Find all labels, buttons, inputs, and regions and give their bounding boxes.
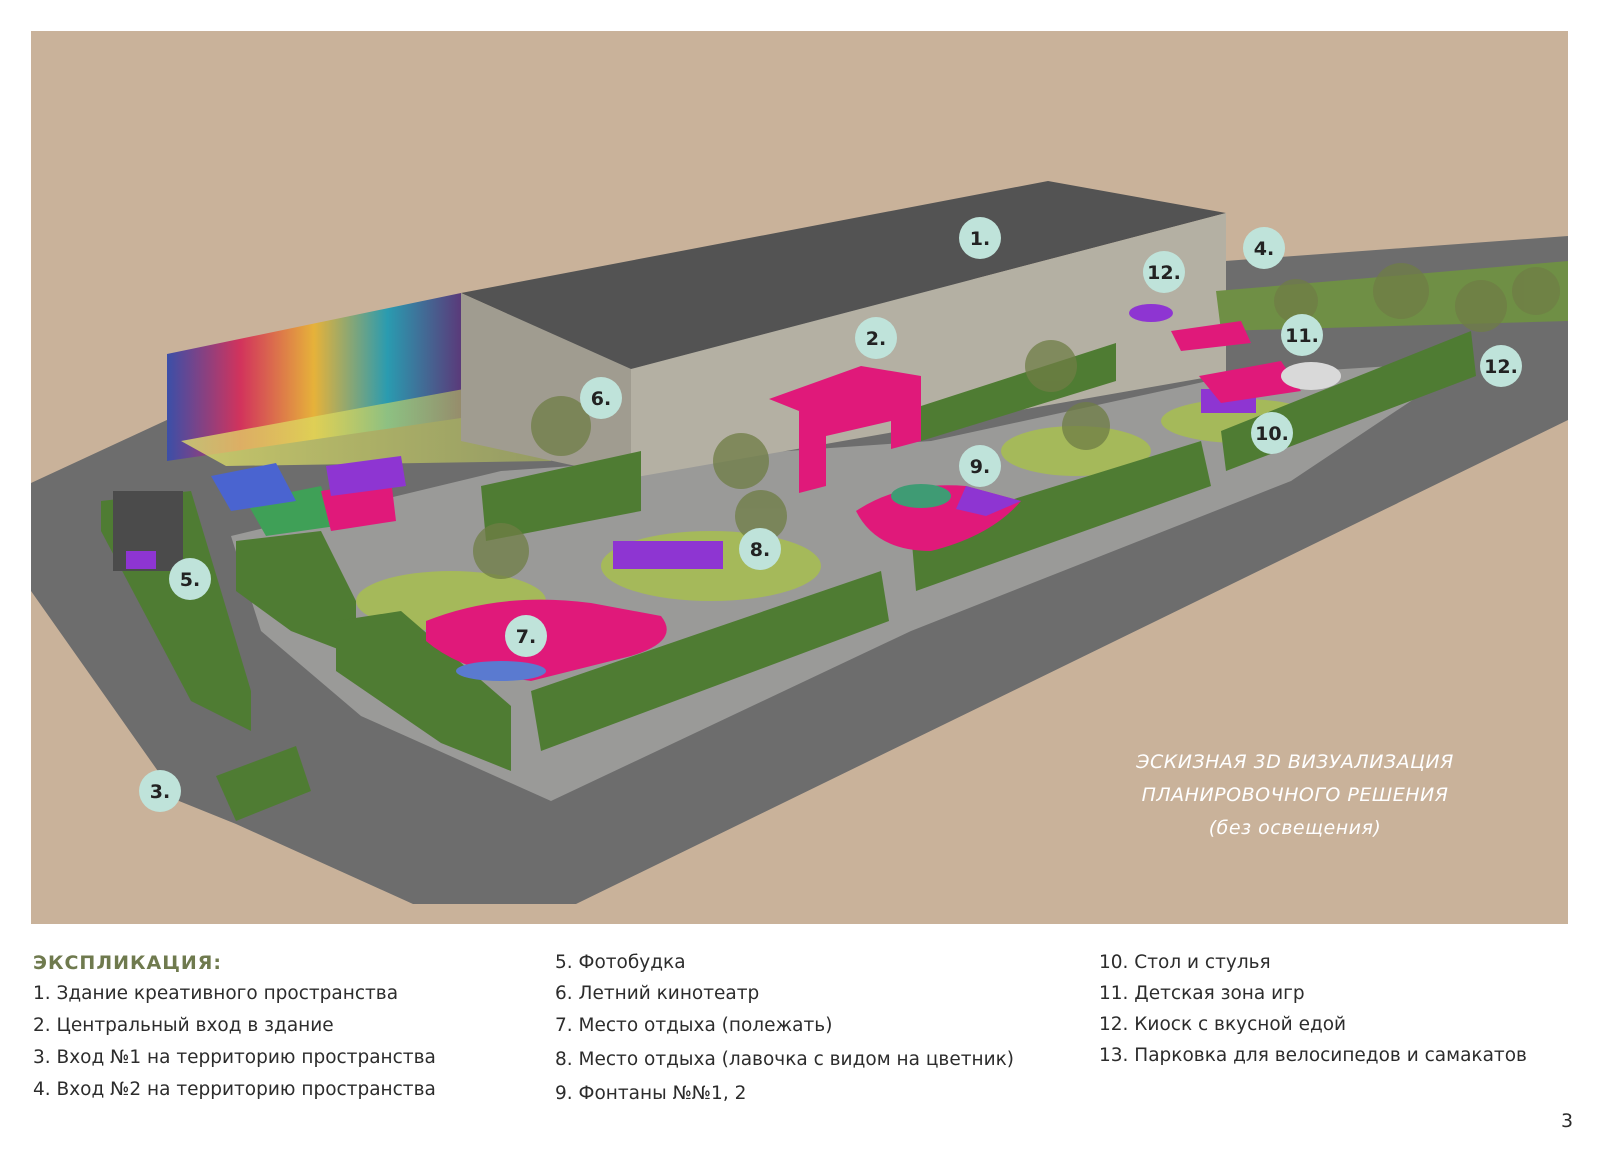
legend-heading: ЭКСПЛИКАЦИЯ: bbox=[33, 952, 222, 974]
projection-beam bbox=[181, 373, 551, 466]
marker-10: 10. bbox=[1251, 412, 1293, 454]
hedge-center-long bbox=[336, 611, 511, 771]
caption-line-3: (без освещения) bbox=[1208, 817, 1382, 839]
marker-5: 5. bbox=[169, 558, 211, 600]
site-visualization: 1. 2. 3. 4. 5. 6. 7. 8. 9. 10. 11. 12. 1… bbox=[31, 31, 1568, 924]
svg-text:4.: 4. bbox=[1254, 238, 1274, 260]
legend-item: 9. Фонтаны №№1, 2 bbox=[555, 1083, 747, 1104]
marker-3: 3. bbox=[139, 770, 181, 812]
svg-text:8.: 8. bbox=[750, 539, 770, 561]
legend-item: 11. Детская зона игр bbox=[1099, 983, 1305, 1004]
rest-zone-7-base bbox=[456, 661, 546, 681]
legend-item: 5. Фотобудка bbox=[555, 952, 686, 973]
hedge-right-long bbox=[911, 441, 1211, 591]
lounge-blocks-purple bbox=[326, 456, 406, 496]
legend-item: 3. Вход №1 на территорию пространства bbox=[33, 1047, 436, 1068]
marker-6: 6. bbox=[580, 377, 622, 419]
page-number: 3 bbox=[1561, 1110, 1574, 1132]
hedge-bottom-long bbox=[531, 571, 889, 751]
svg-text:6.: 6. bbox=[591, 388, 611, 410]
svg-text:2.: 2. bbox=[866, 328, 886, 350]
marker-9: 9. bbox=[959, 445, 1001, 487]
hedge-left-inner bbox=[236, 531, 356, 656]
marker-4: 4. bbox=[1243, 227, 1285, 269]
legend-item: 13. Парковка для велосипедов и самакатов bbox=[1099, 1045, 1527, 1066]
kiosk-area-pink bbox=[1171, 321, 1251, 351]
photo-booth-accent bbox=[126, 551, 156, 569]
marker-1: 1. bbox=[959, 217, 1001, 259]
marker-2: 2. bbox=[855, 317, 897, 359]
svg-text:11.: 11. bbox=[1285, 325, 1319, 347]
legend-item: 1. Здание креативного пространства bbox=[33, 983, 399, 1004]
legend-item: 7. Место отдыха (полежать) bbox=[555, 1015, 833, 1036]
hedge-left-building bbox=[481, 451, 641, 541]
scene-caption: ЭСКИЗНАЯ 3D ВИЗУАЛИЗАЦИЯ ПЛАНИРОВОЧНОГО … bbox=[1085, 746, 1505, 845]
marker-12-b: 12. bbox=[1480, 345, 1522, 387]
kids-zone-dome bbox=[1281, 362, 1341, 390]
svg-text:12.: 12. bbox=[1484, 356, 1518, 378]
svg-text:1.: 1. bbox=[970, 228, 990, 250]
marker-11: 11. bbox=[1281, 314, 1323, 356]
svg-text:10.: 10. bbox=[1255, 423, 1289, 445]
legend-item: 8. Место отдыха (лавочка с видом на цвет… bbox=[555, 1049, 1015, 1070]
legend-item: 6. Летний кинотеатр bbox=[555, 983, 760, 1004]
caption-line-1: ЭСКИЗНАЯ 3D ВИЗУАЛИЗАЦИЯ bbox=[1136, 751, 1454, 773]
svg-text:7.: 7. bbox=[516, 626, 536, 648]
marker-7: 7. bbox=[505, 615, 547, 657]
svg-text:9.: 9. bbox=[970, 456, 990, 478]
caption-line-2: ПЛАНИРОВОЧНОГО РЕШЕНИЯ bbox=[1141, 784, 1449, 806]
fountain-zone-9-purple bbox=[956, 486, 1021, 516]
kiosk-umbrella bbox=[1129, 304, 1173, 322]
lounge-blocks-blue bbox=[211, 463, 296, 511]
trees bbox=[473, 263, 1560, 579]
bench-8 bbox=[613, 541, 723, 569]
legend-item: 2. Центральный вход в здание bbox=[33, 1015, 334, 1036]
legend-item: 12. Киоск с вкусной едой bbox=[1099, 1014, 1347, 1035]
marker-12-a: 12. bbox=[1143, 251, 1185, 293]
kids-zone-11 bbox=[1199, 361, 1301, 403]
building-roof bbox=[461, 181, 1226, 369]
svg-text:12.: 12. bbox=[1147, 262, 1181, 284]
fountain-pool bbox=[891, 484, 951, 508]
entrance-arch bbox=[769, 366, 921, 493]
legend-item: 4. Вход №2 на территорию пространства bbox=[33, 1079, 436, 1100]
svg-text:3.: 3. bbox=[150, 781, 170, 803]
lawn-right bbox=[1001, 426, 1151, 476]
legend-item: 10. Стол и стулья bbox=[1099, 952, 1271, 973]
hedge-front-entry bbox=[216, 746, 311, 821]
marker-8: 8. bbox=[739, 528, 781, 570]
svg-text:5.: 5. bbox=[180, 569, 200, 591]
building-wall-side bbox=[631, 213, 1226, 478]
